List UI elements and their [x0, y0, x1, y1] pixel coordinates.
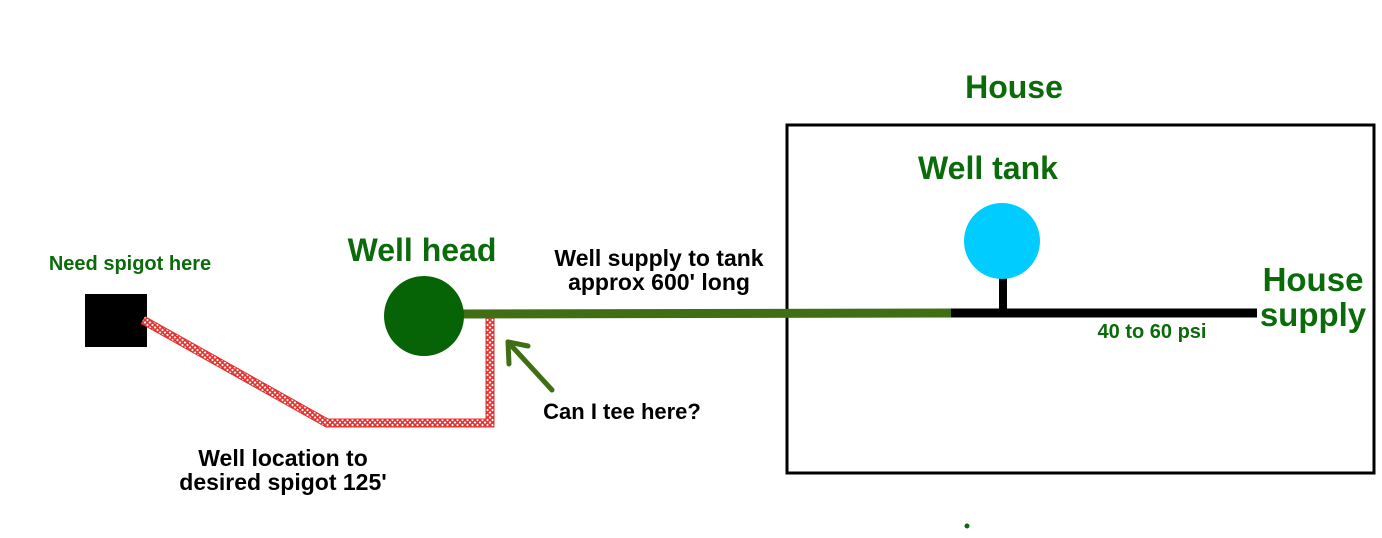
- house-supply-label-line2: supply: [1259, 295, 1367, 333]
- well-head-label: Well head: [347, 232, 497, 268]
- house-supply-label: House supply: [1248, 261, 1378, 333]
- well-tank-label: Well tank: [918, 150, 1058, 186]
- stray-dot: [964, 523, 970, 529]
- well-tank: [964, 203, 1040, 279]
- tee-question-label: Can I tee here?: [543, 399, 701, 424]
- house-outline: [785, 123, 1376, 475]
- supply-description-label: Well supply to tank approx 600' long: [528, 246, 790, 294]
- supply-description-line2: approx 600' long: [568, 269, 750, 296]
- distance-label-line1: Well location to: [198, 445, 368, 471]
- spigot-box: [85, 294, 147, 347]
- need-spigot-label: Need spigot here: [48, 253, 212, 275]
- house-supply-label-line1: House: [1262, 261, 1364, 298]
- house-label: House: [965, 69, 1063, 105]
- distance-label-line2: desired spigot 125': [179, 469, 387, 496]
- well-supply-pipe: [452, 308, 960, 319]
- supply-description-line1: Well supply to tank: [554, 245, 764, 271]
- distance-label: Well location to desired spigot 125': [166, 446, 400, 494]
- spigot-line: [140, 316, 495, 428]
- tee-arrow: [505, 339, 555, 393]
- pressure-label: 40 to 60 psi: [1097, 321, 1207, 343]
- well-head-marker: [384, 276, 464, 356]
